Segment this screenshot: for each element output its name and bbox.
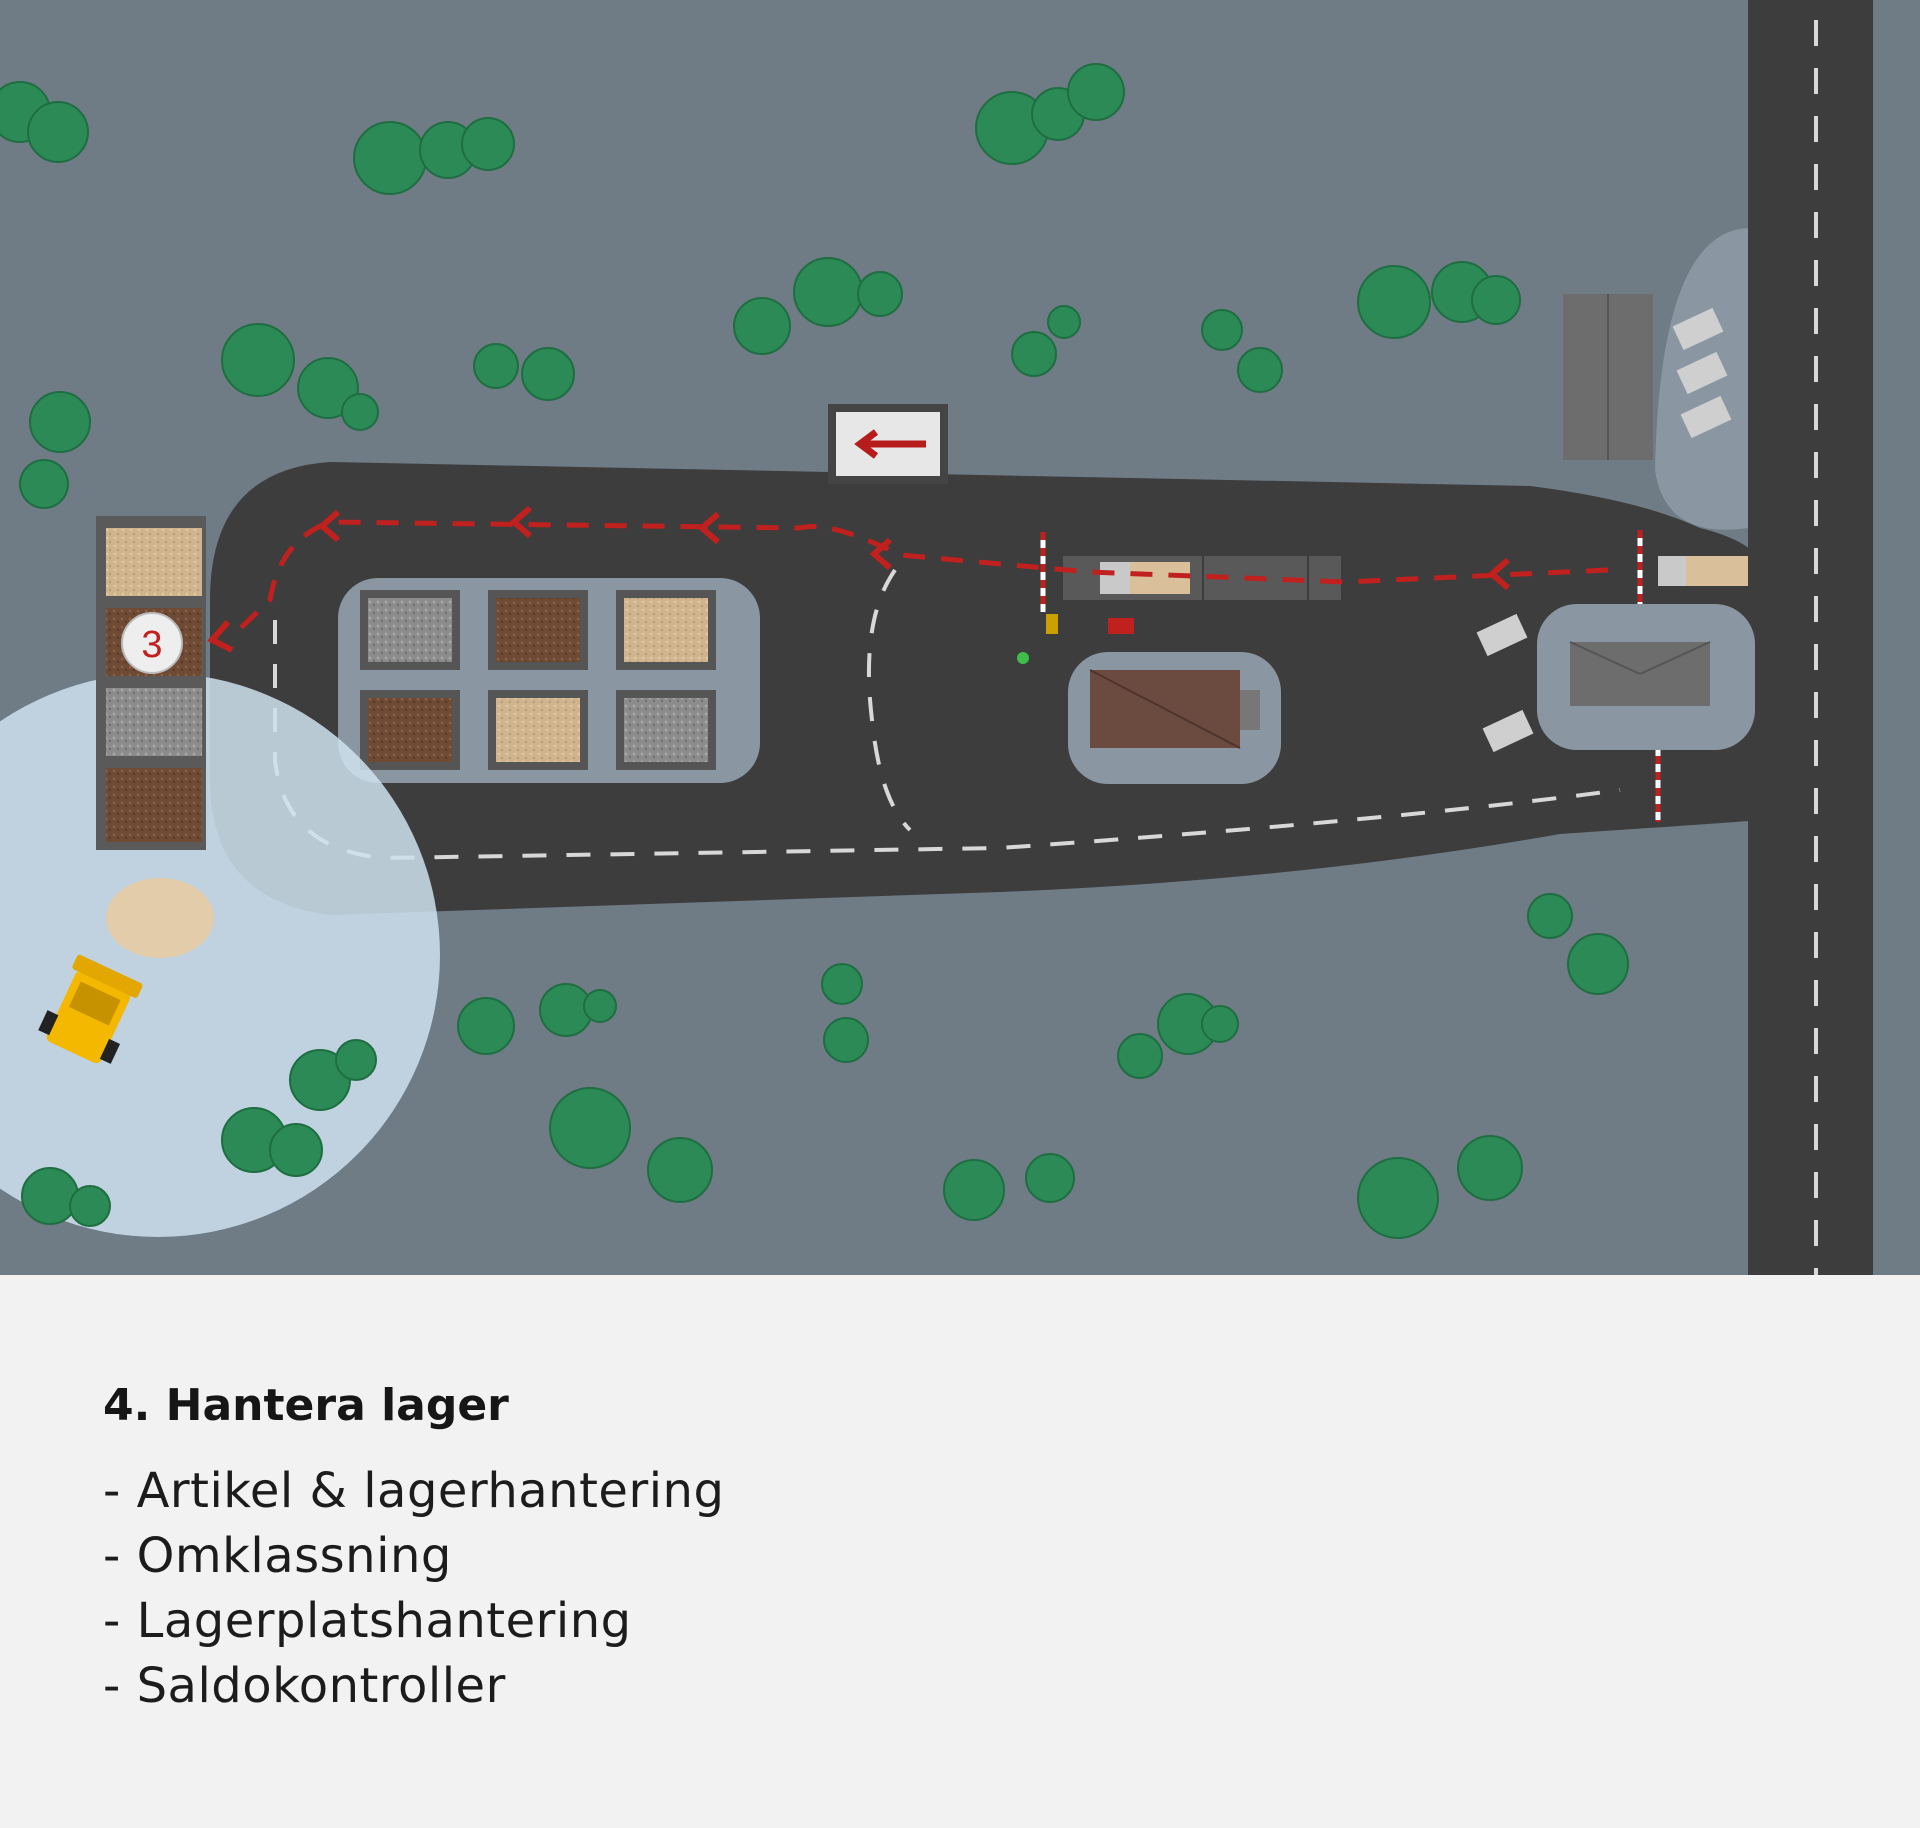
caption-panel: 4. Hantera lager - Artikel & lagerhanter… [103,1380,724,1719]
feature-item: - Saldokontroller [103,1658,506,1714]
caption-title: 4. Hantera lager [103,1380,509,1431]
wheel-loader-icon [38,954,143,1064]
gate-house [1537,604,1755,750]
arrow-left-icon [854,429,926,459]
main-road [1748,0,1873,1275]
feature-item: - Lagerplatshantering [103,1593,632,1649]
route-path [228,519,1609,640]
feature-list: - Artikel & lagerhantering - Omklassning… [103,1459,724,1719]
svg-text:3: 3 [141,624,162,666]
trees [0,63,1629,1239]
feature-item: - Omklassning [103,1528,452,1584]
site-road [210,462,1760,915]
inner-lane-dashes [866,568,912,832]
quarry-map-illustration: 3 [0,0,1920,1275]
office-building [1563,294,1653,460]
road-lane-dashes [273,620,1621,861]
scale-house [1068,652,1281,784]
parked-cars [1476,307,1748,753]
route-arrows [207,505,1510,653]
stockpile-bays [338,578,760,783]
stockpile-marker: 3 [121,612,183,674]
direction-sign [828,404,948,484]
feature-item: - Artikel & lagerhantering [103,1463,725,1519]
